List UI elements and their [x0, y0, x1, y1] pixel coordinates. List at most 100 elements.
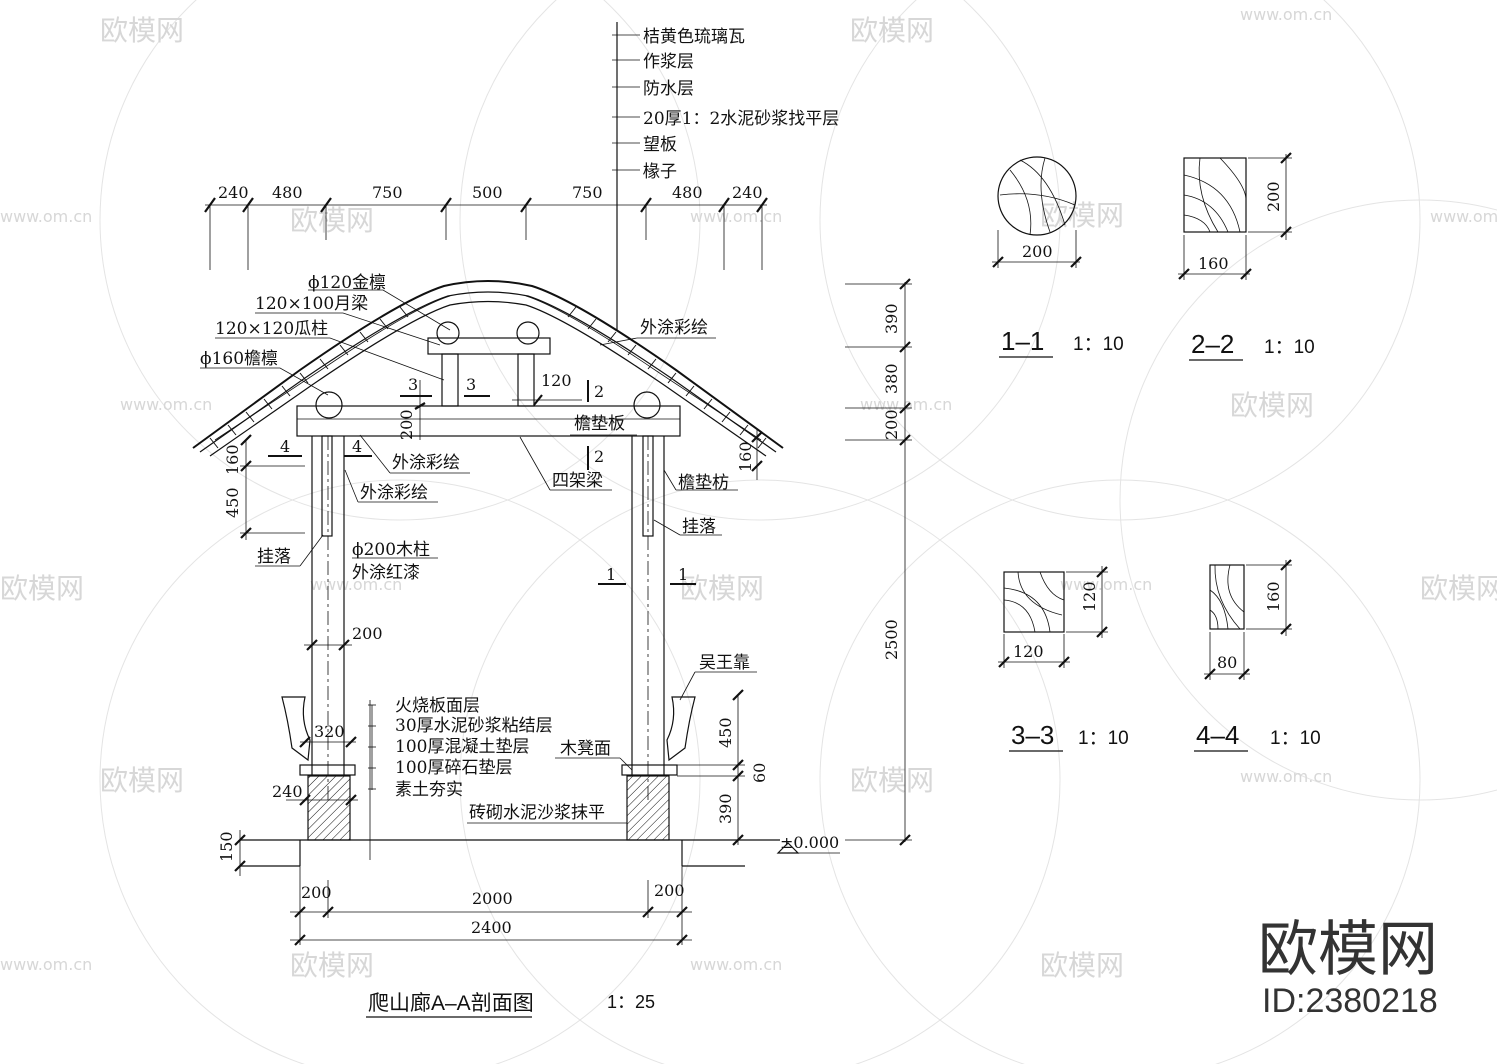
- watermark-logo: 欧模网: [290, 949, 374, 982]
- svg-text:3–3: 3–3: [1011, 720, 1054, 750]
- label-bench: 木凳面: [560, 739, 611, 759]
- svg-text:2: 2: [594, 447, 604, 466]
- roof-layer-mortar: 作浆层: [643, 52, 694, 72]
- svg-text:450: 450: [716, 717, 735, 748]
- watermark-logo: 欧模网: [290, 204, 374, 237]
- floor-layer-3: 100厚混凝土垫层: [395, 737, 529, 757]
- svg-text:200: 200: [1022, 242, 1053, 261]
- svg-text:150: 150: [217, 831, 236, 862]
- label-column-paint: 外涂红漆: [352, 563, 420, 583]
- watermark-logo: 欧模网: [1040, 199, 1124, 232]
- bottom-dim-total: 2400: [471, 918, 512, 937]
- label-brick: 砖砌水泥沙浆抹平: [469, 803, 605, 823]
- wuwang-right: [666, 696, 696, 762]
- bottom-dim-right: 200: [654, 881, 685, 900]
- brand-id: ID:2380218: [1262, 982, 1438, 1020]
- svg-text:2–2: 2–2: [1191, 329, 1234, 359]
- brick-right: [626, 775, 670, 841]
- right-dim-380: 380: [882, 363, 901, 394]
- label-wuwang: 吴王靠: [699, 653, 750, 673]
- watermark-arcs: [99, 0, 1497, 1064]
- svg-text:1：10: 1：10: [1264, 337, 1315, 358]
- svg-text:450: 450: [223, 487, 242, 518]
- watermark-logo: 欧模网: [0, 572, 84, 605]
- label-paint-roof: 外涂彩绘: [640, 318, 708, 338]
- top-dim-extensions: [209, 205, 763, 270]
- roof-layer-waterproof: 防水层: [643, 79, 694, 99]
- svg-text:200: 200: [397, 409, 416, 440]
- watermark-logo: 欧模网: [680, 572, 764, 605]
- right-dims: 390 380 200 2500: [845, 278, 912, 846]
- bottom-dim-mid: 2000: [472, 889, 513, 908]
- moon-beam: [427, 337, 551, 355]
- svg-text:4: 4: [280, 437, 290, 456]
- section-aa: 桔黄色琉璃瓦 作浆层 防水层 20厚1：2水泥砂浆找平层 望板 椽子: [192, 22, 912, 1018]
- elevation-label: ±0.000: [780, 833, 839, 852]
- bottom-dims: 200 2000 200 2400: [290, 866, 692, 946]
- label-four-beam: 四架梁: [552, 471, 603, 491]
- roof-layer-screed: 20厚1：2水泥砂浆找平层: [643, 109, 839, 129]
- svg-text:320: 320: [314, 722, 345, 741]
- four-beam: [296, 405, 681, 437]
- bottom-dim-left: 200: [301, 883, 332, 902]
- top-dim-240b: 240: [732, 183, 763, 202]
- svg-text:240: 240: [272, 782, 303, 801]
- watermark-url: www.om.cn: [0, 207, 92, 226]
- label-eave-tie: 檐垫枋: [678, 473, 729, 493]
- svg-text:390: 390: [716, 793, 735, 824]
- watermark-logo: 欧模网: [100, 764, 184, 797]
- wuwang-left: [281, 696, 311, 762]
- label-gold-purlin: ϕ120金檩: [308, 273, 386, 293]
- watermark-url: www.om.cn: [1060, 575, 1152, 594]
- svg-text:120: 120: [1080, 581, 1099, 612]
- roof-layer-rafter: 椽子: [643, 162, 677, 182]
- detail-1-1: 200 1–1 1：10: [992, 156, 1124, 358]
- watermark-logo: 欧模网: [1230, 389, 1314, 422]
- label-eave-board: 檐垫板: [574, 414, 625, 434]
- floor-layer-5: 素土夯实: [395, 780, 463, 800]
- roof-layer-board: 望板: [643, 135, 677, 155]
- watermark-logo: 欧模网: [1420, 572, 1497, 605]
- leader-lines: [200, 289, 757, 824]
- label-paint-left2: 外涂彩绘: [360, 483, 428, 503]
- svg-text:4–4: 4–4: [1196, 720, 1239, 750]
- top-dim-750: 750: [372, 183, 403, 202]
- top-dim-750b: 750: [572, 183, 603, 202]
- detail-3-3: 120 120 3–3 1：10: [998, 566, 1129, 752]
- floor-layer-1: 火烧板面层: [395, 696, 480, 716]
- watermark-url: www.om.cn: [860, 395, 952, 414]
- watermark-logo: 欧模网: [850, 14, 934, 47]
- drawing-title: 爬山廊A–A剖面图: [368, 992, 534, 1015]
- svg-text:3: 3: [466, 375, 476, 394]
- label-hanging-left: 挂落: [257, 547, 291, 567]
- eave-purlin-right: [633, 391, 661, 419]
- detail-4-4: 80 160 4–4 1：10: [1194, 559, 1321, 752]
- svg-text:60: 60: [750, 763, 769, 783]
- roof: [192, 280, 784, 457]
- right-dim-390: 390: [882, 303, 901, 334]
- svg-text:1: 1: [606, 565, 616, 584]
- svg-text:1：10: 1：10: [1073, 334, 1124, 355]
- watermark-url: www.om.cn: [1240, 767, 1332, 786]
- top-dim-480: 480: [272, 183, 303, 202]
- melon-post-right: [517, 353, 535, 407]
- svg-text:1：10: 1：10: [1078, 728, 1129, 749]
- label-melon-post: 120×120瓜柱: [215, 319, 328, 339]
- watermark-url: www.om.cn: [310, 575, 402, 594]
- svg-text:1：10: 1：10: [1270, 728, 1321, 749]
- right-dim-200: 200: [882, 409, 901, 440]
- label-hanging-right: 挂落: [682, 517, 716, 537]
- svg-text:160: 160: [736, 441, 755, 472]
- svg-text:4: 4: [352, 437, 362, 456]
- label-eave-purlin: ϕ160檐檩: [200, 349, 278, 369]
- svg-text:160: 160: [223, 444, 242, 475]
- watermark-logo: 欧模网: [100, 14, 184, 47]
- eave-purlin-left: [315, 391, 343, 419]
- right-dim-2500: 2500: [882, 619, 901, 660]
- brick-left: [307, 775, 351, 841]
- top-dim-500: 500: [472, 183, 503, 202]
- roof-layer-tile: 桔黄色琉璃瓦: [643, 27, 745, 47]
- brand-logo: 欧模网: [1258, 915, 1438, 985]
- label-paint-left1: 外涂彩绘: [392, 453, 460, 473]
